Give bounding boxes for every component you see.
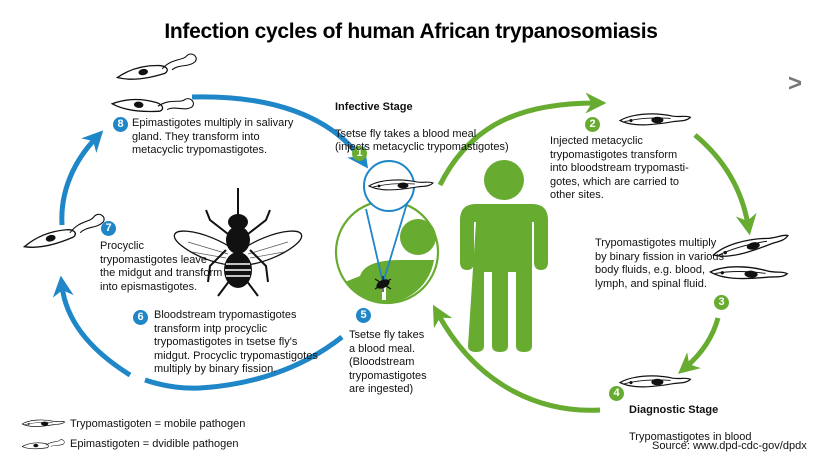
step-8-badge: 8 [113,117,128,132]
next-chevron-icon[interactable]: > [788,70,803,97]
epimastigote-icon [22,439,65,450]
arrow-1-to-2 [437,92,607,187]
source-citation: Source: www.dpd-cdc-gov/dpdx [652,440,807,452]
step-1-heading: Infective Stage [335,100,413,113]
legend-trypomastigote: Trypomastigoten = mobile pathogen [22,418,245,430]
legend-epimastigote: Epimastigoten = dvidible pathogen [22,437,238,451]
host-head-inset [400,219,436,255]
step-4-description: Diagnostic Stage Trypomastigotes in bloo… [629,403,752,443]
diagram-title: Infection cycles of human African trypan… [164,20,658,43]
arrow-5-to-6 [144,335,344,391]
step-6-description: Bloodstream trypomastigotes transform in… [154,309,318,375]
step-3-description: Trypomastigotes multiply by binary fissi… [595,237,725,290]
bloodstream-trypomastigote-2 [619,113,692,126]
epimastigotes-salivary [111,52,199,118]
step-3-badge: 3 [714,295,729,310]
human-figure [460,160,548,352]
arrow-2-to-3 [693,133,757,236]
step-1-badge: 1 [352,146,367,161]
trypomastigote-icon [22,419,66,427]
step-2-badge: 2 [585,117,600,132]
step-7-description: Procyclic trypomastigotes leave the midg… [100,240,223,293]
arrow-6-to-7 [52,275,132,378]
tsetse-fly-illustration [173,188,303,297]
step-2-description: Injected metacyclic trypomastigotes tran… [550,135,689,201]
step-8-description: Epimastigotes multiply in salivary gland… [132,117,294,156]
arrow-4-to-5 [432,304,601,413]
step-1-description: Infective Stage Tsetse fly takes a blood… [335,100,509,154]
step-5-badge: 5 [356,308,371,323]
arrow-3-to-4 [678,317,721,374]
step-4-badge: 4 [609,386,624,401]
step-5-description: Tsetse fly takes a blood meal. (Bloodstr… [349,329,427,395]
step-6-badge: 6 [133,310,148,325]
mini-fly [374,276,392,292]
arrow-8-to-1 [191,94,369,169]
blood-trypomastigote-4 [619,375,692,388]
step-7-badge: 7 [101,221,116,236]
arrow-7-to-8 [59,130,104,226]
step-4-heading: Diagnostic Stage [629,403,719,416]
